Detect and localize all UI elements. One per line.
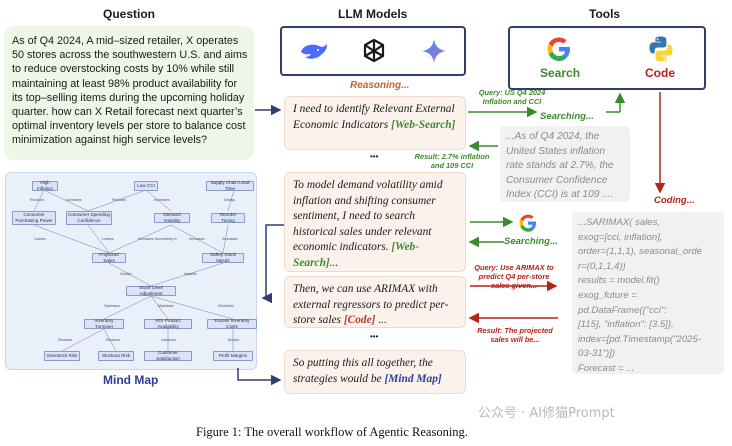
- python-logo-icon: [646, 34, 676, 69]
- ellipsis: •••: [370, 332, 379, 341]
- mind-map-node: Stockout Risk: [98, 351, 134, 361]
- step-text: Then, we can use ARIMAX with external re…: [293, 283, 449, 326]
- mind-map-node: Supply Chain Lead Time: [206, 180, 254, 191]
- step-text: I need to identify Relevant External Eco…: [293, 103, 455, 131]
- mind-map-node: Consumer Purchasing Power: [12, 211, 56, 225]
- mind-map-node: Customer Satisfaction: [144, 350, 192, 361]
- coding-label: Coding...: [654, 195, 695, 206]
- step-suffix: ...: [329, 256, 339, 269]
- reasoning-step-1: I need to identify Relevant External Eco…: [284, 96, 466, 150]
- mind-map-node: ROI Product Availability: [144, 318, 192, 329]
- watermark: 公众号 · AI修猫Prompt: [478, 406, 615, 421]
- mind-map-edge-label: Minimizes: [218, 304, 234, 308]
- searching-label-2: Searching...: [504, 236, 558, 247]
- code-line: pd.DataFrame({"cci":: [578, 304, 667, 316]
- mind-map-node: Profit Margins: [213, 351, 253, 361]
- question-heading: Question: [103, 7, 156, 21]
- mind-map-node: Reorder Timing: [211, 212, 245, 223]
- mind-map-edge-label: Lowers: [102, 237, 114, 241]
- mind-map-node: Demand Volatility: [154, 212, 190, 223]
- question-box: As of Q4 2024, A mid–sized retailer, X o…: [4, 26, 254, 160]
- google-g-icon: [544, 34, 574, 69]
- mind-map-edges: [33, 189, 235, 352]
- code-tool-label: Code: [645, 66, 675, 80]
- reasoning-to-mindmap-arrow: [261, 224, 284, 304]
- code-line: order=(1,1,1), seasonal_orde: [578, 246, 702, 258]
- mind-map-edge-label: Increases Uncertainty in: [138, 237, 177, 241]
- mind-map-edge-label: Increases: [154, 198, 170, 202]
- code-line: 03-31")]): [578, 348, 615, 360]
- code-line: index=[pd.Timestamp("2025-: [578, 333, 702, 345]
- llm-models-heading: LLM Models: [338, 7, 408, 21]
- mind-map-edge-label: Optimizes: [104, 304, 120, 308]
- mind-map-edge-label: Reduces: [30, 198, 45, 202]
- mind-map-edge-label: Impacts: [184, 272, 197, 276]
- code-tag: [Code]: [343, 314, 376, 326]
- query-1-label: Query: US Q4 2024 Inflation and CCI: [478, 88, 546, 106]
- search-result-box: ...As of Q4 2024, the United States infl…: [500, 126, 630, 202]
- mind-map-edge-label: Maintains: [158, 304, 174, 308]
- reasoning-step-2: To model demand volatility amid inflatio…: [284, 172, 466, 272]
- code-line: Forecast = ...: [578, 362, 635, 374]
- mind-map-node: Excess Inventory Costs: [207, 318, 257, 329]
- tools-heading: Tools: [589, 7, 621, 21]
- code-line: exog_future =: [578, 289, 637, 301]
- step-suffix: ...: [375, 314, 387, 326]
- mind-map-panel: High Inflation Low CCI Supply Chain Lead…: [5, 172, 257, 370]
- code-line: [115], "inflation": [3.5]},: [578, 319, 674, 331]
- mind-map-label: Mind Map: [103, 373, 159, 387]
- reasoning-label: Reasoning...: [350, 80, 410, 91]
- code-line: r=(0,1,1,4)): [578, 260, 626, 272]
- tools-box: Search Code: [508, 26, 706, 90]
- mindmap-to-final-arrow: [237, 368, 282, 386]
- search-tool-label: Search: [540, 66, 581, 80]
- llm-models-box: [280, 26, 466, 76]
- step-text: To model demand volatility amid inflatio…: [293, 179, 443, 253]
- result-1-label: Result: 2.7% inflation and 109 CCI: [414, 152, 490, 170]
- mind-map-edge-label: Boosts: [228, 338, 239, 342]
- mind-map-node: Stock Level Adjustment: [126, 285, 176, 296]
- code-line: exog=[cci, inflation],: [578, 231, 663, 243]
- mind-map-edge-label: Increases: [66, 198, 82, 202]
- figure-caption: Figure 1: The overall workflow of Agenti…: [196, 425, 468, 439]
- mind-map-edge-label: Increases: [189, 237, 205, 241]
- mind-map-edge-label: Delays: [224, 198, 235, 202]
- reasoning-step-3: Then, we can use ARIMAX with external re…: [284, 276, 466, 328]
- mind-map-node: Safety Stock Needs: [202, 252, 244, 263]
- result-2-label: Result: The projected sales will be...: [477, 326, 553, 344]
- web-search-tag: [Web-Search]: [391, 118, 456, 131]
- mind-map-node: High Inflation: [32, 180, 58, 191]
- mind-map-node: Projected Sales: [92, 252, 126, 263]
- mind-map-edge-label: Increases: [222, 237, 238, 241]
- mind-map-tag: [Mind Map]: [384, 372, 442, 385]
- mind-map-edge-label: Improves: [161, 338, 176, 342]
- mind-map-edge-label: Reduces: [58, 338, 73, 342]
- gemini-sparkle-icon: [414, 34, 454, 68]
- mind-map-edge-label: Guides: [120, 272, 132, 276]
- code-line: ...SARIMAX( sales,: [578, 217, 661, 228]
- searching-label-1: Searching...: [540, 111, 594, 122]
- mind-map-node: Consumer Spending Confidence: [66, 211, 112, 225]
- deepseek-whale-icon: [294, 34, 334, 68]
- mind-map-node: Inventory Turnover: [84, 318, 124, 329]
- step-text: So putting this all together, the strate…: [293, 357, 433, 385]
- mind-map-node: Overstock Risk: [44, 351, 80, 361]
- web-search-tag: [Web-Search]: [293, 241, 420, 269]
- google-g-icon: [517, 212, 539, 239]
- mind-map-edge-label: Reduces: [106, 338, 121, 342]
- ellipsis: •••: [370, 152, 379, 161]
- code-line: results = model.fit(): [578, 275, 660, 287]
- code-box: ...SARIMAX( sales, exog=[cci, inflation]…: [572, 212, 724, 374]
- openai-logo-icon: [354, 34, 394, 68]
- search-result-text: ...As of Q4 2024, the United States infl…: [506, 131, 614, 201]
- mind-map-edge-label: Reduces: [112, 198, 127, 202]
- question-text: As of Q4 2024, A mid–sized retailer, X o…: [12, 35, 248, 147]
- mind-map-edge-label: Lowers: [34, 237, 46, 241]
- mind-map-node: Low CCI: [134, 181, 158, 191]
- reasoning-step-4: So putting this all together, the strate…: [284, 350, 466, 394]
